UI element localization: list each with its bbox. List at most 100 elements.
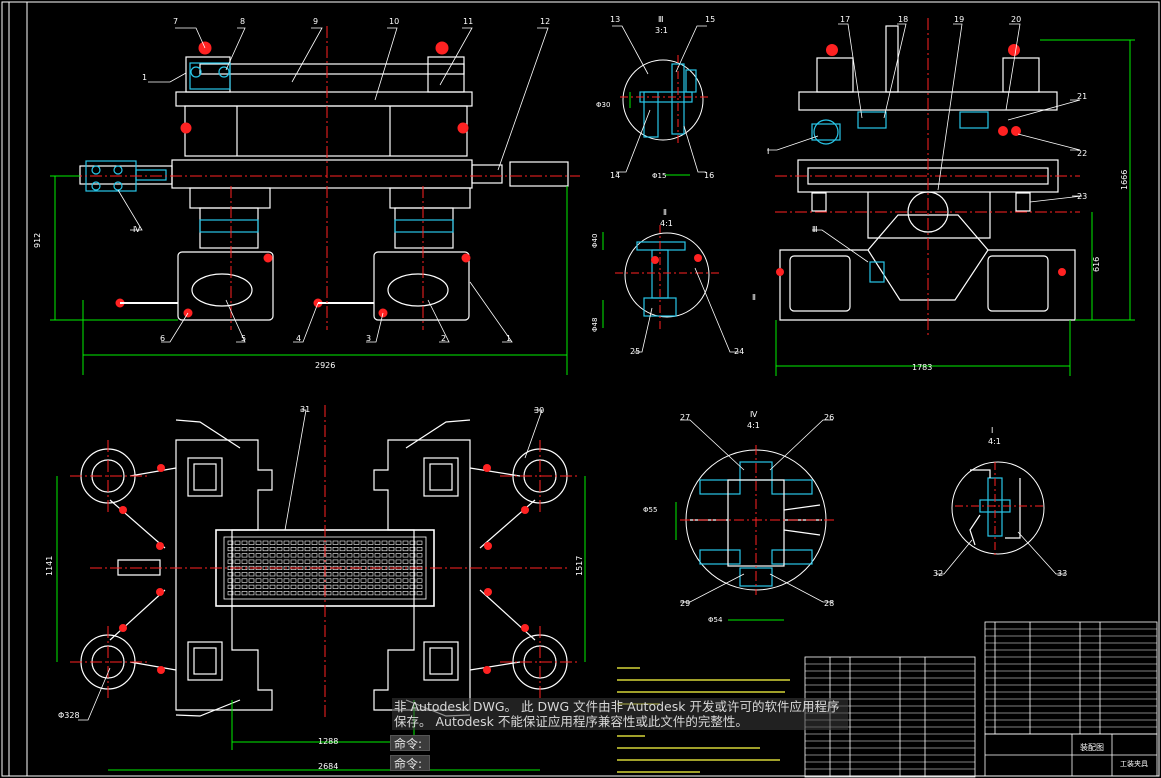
grip-plate-cell <box>395 591 402 596</box>
grip-plate-cell <box>269 553 276 558</box>
command-line-input[interactable]: 命令: <box>390 755 430 771</box>
grip-plate-cell <box>346 584 353 589</box>
grip-plate-cell <box>311 578 318 583</box>
grip-plate-cell <box>255 572 262 577</box>
grip-plate-cell <box>402 584 409 589</box>
grip-plate-cell <box>332 591 339 596</box>
part-no-12: 12 <box>540 17 550 26</box>
grip-plate-cell <box>276 578 283 583</box>
grip-plate-cell <box>304 559 311 564</box>
grip-plate-cell <box>290 553 297 558</box>
part-no-20: 20 <box>1011 15 1021 24</box>
grip-plate-cell <box>318 546 325 552</box>
grip-plate-cell <box>262 565 269 571</box>
dim-plan-inner-width: 1288 <box>318 737 338 746</box>
grip-plate-cell <box>311 591 318 596</box>
part-no-31: 31 <box>300 405 310 414</box>
grip-plate-cell <box>409 584 416 589</box>
grip-plate-cell <box>227 553 234 558</box>
side-view: 1783 1666 616 17 18 19 20 21 22 23 Ⅰ Ⅲ Ⅱ <box>752 15 1135 376</box>
grip-plate-cell <box>346 578 353 583</box>
grip-plate-cell <box>227 591 234 596</box>
grip-plate-cell <box>311 584 318 589</box>
grip-plate-cell <box>248 572 255 577</box>
grip-plate-cell <box>241 559 248 564</box>
grip-plate-cell <box>297 553 304 558</box>
grip-plate-cell <box>388 540 395 545</box>
command-history-prompt: 命令: <box>390 735 430 751</box>
grip-plate-cell <box>234 559 241 564</box>
grip-plate-cell <box>248 578 255 583</box>
part-no-21: 21 <box>1077 92 1087 101</box>
dim-det4-d2: Φ54 <box>708 616 723 624</box>
part-no-17: 17 <box>840 15 850 24</box>
grip-plate-cell <box>381 584 388 589</box>
grip-plate-cell <box>304 578 311 583</box>
grip-plate-cell <box>241 546 248 552</box>
detail-i-title: Ⅰ <box>991 426 993 435</box>
grip-plate-cell <box>339 540 346 545</box>
dim-plan-height-right: 1517 <box>575 556 584 576</box>
part-no-4: 4 <box>296 334 301 343</box>
grip-plate-cell <box>325 572 332 577</box>
grip-plate-cell <box>269 546 276 552</box>
part-no-30: 30 <box>534 406 544 415</box>
grip-plate-cell <box>269 591 276 596</box>
grip-plate-cell <box>374 591 381 596</box>
grip-plate-cell <box>269 578 276 583</box>
grip-plate-cell <box>276 572 283 577</box>
dim-det4-d1: Φ55 <box>643 506 657 514</box>
grip-plate-cell <box>318 578 325 583</box>
dim-side-lower: 616 <box>1092 257 1101 272</box>
grip-plate-cell <box>297 559 304 564</box>
detail-iii-scale: 3:1 <box>655 26 668 35</box>
grip-plate-cell <box>269 559 276 564</box>
dim-det3-d1: Φ30 <box>596 101 610 109</box>
grip-plate-cell <box>283 572 290 577</box>
grip-plate-cell <box>255 578 262 583</box>
grip-plate-cell <box>332 584 339 589</box>
grip-plate-cell <box>290 540 297 545</box>
grip-plate-cell <box>409 572 416 577</box>
dim-plan-height-left: 1141 <box>45 556 54 576</box>
grip-plate-cell <box>318 553 325 558</box>
grip-plate-cell <box>346 572 353 577</box>
grip-plate-cell <box>248 553 255 558</box>
grip-plate-cell <box>402 553 409 558</box>
grip-plate-cell <box>255 591 262 596</box>
grip-plate-cell <box>227 559 234 564</box>
grip-plate-cell <box>353 553 360 558</box>
grip-plate-cell <box>388 584 395 589</box>
grip-plate-cell <box>269 572 276 577</box>
grip-plate-cell <box>283 591 290 596</box>
grip-plate-cell <box>234 591 241 596</box>
grip-plate-cell <box>304 546 311 552</box>
grip-plate-cell <box>276 540 283 545</box>
grip-plate-cell <box>227 546 234 552</box>
dim-front-width: 2926 <box>315 361 335 370</box>
grip-plate-cell <box>353 578 360 583</box>
part-no-15: 15 <box>705 15 715 24</box>
grip-plate-cell <box>339 584 346 589</box>
grip-plate-cell <box>374 546 381 552</box>
grip-plate-cell <box>353 584 360 589</box>
grip-plate-cell <box>332 546 339 552</box>
grip-plate-cell <box>360 591 367 596</box>
grip-plate-cell <box>248 540 255 545</box>
grip-plate-cell <box>360 559 367 564</box>
dim-det2-d1: Φ40 <box>591 234 599 248</box>
grip-plate-cell <box>234 553 241 558</box>
grip-plate-cell <box>367 578 374 583</box>
grip-plate-cell <box>290 584 297 589</box>
grip-plate-cell <box>325 546 332 552</box>
grip-plate-cell <box>234 578 241 583</box>
grip-plate-cell <box>388 559 395 564</box>
grip-plate-cell <box>395 584 402 589</box>
part-no-3: 3 <box>366 334 371 343</box>
grip-plate-cell <box>241 553 248 558</box>
detail-iv-view: Ⅳ 4:1 Φ55 Φ54 27 26 29 28 <box>643 410 835 624</box>
grip-plate-cell <box>332 553 339 558</box>
part-no-1a: 1 <box>142 73 147 82</box>
grip-plate-cell <box>241 591 248 596</box>
